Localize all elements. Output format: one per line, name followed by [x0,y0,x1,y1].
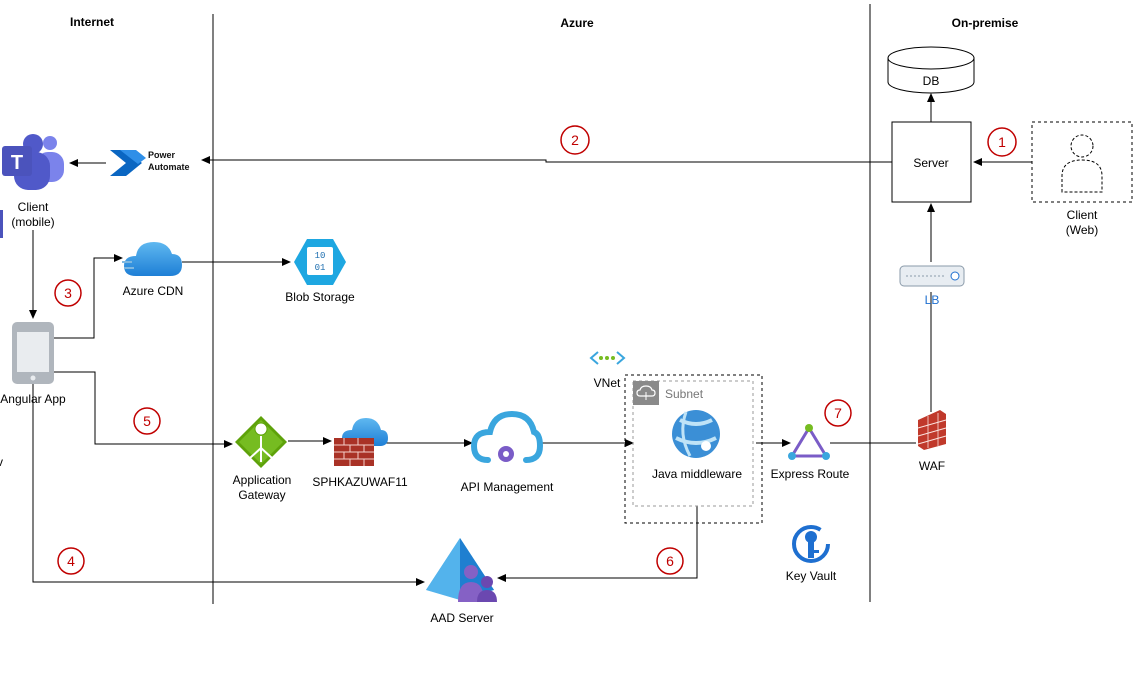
edge-angular-cdn [53,254,123,339]
subnet-inner-box [632,380,754,507]
svg-text:2: 2 [571,132,579,148]
angular-app-label: Angular App [0,392,66,406]
vnet-icon[interactable] [589,351,626,365]
edge-angular-aad [32,384,425,586]
server-label: Server [913,156,948,170]
load-balancer-icon[interactable] [899,265,965,287]
step-marker-4: 4 [57,547,85,575]
client-web-label-2: (Web) [1066,223,1098,237]
zone-header-internet: Internet [70,15,114,29]
step-marker-6: 6 [656,547,684,575]
aad-server-label: AAD Server [430,611,493,625]
app-gateway-label-1: Application [233,473,292,487]
subnet-icon [633,381,659,405]
power-automate-icon[interactable] [110,150,146,176]
waf-policy-label: SPHKAZUWAF11 [312,475,408,489]
firewall-icon[interactable] [917,410,947,450]
cropped-fragment: v [0,455,3,469]
power-automate-label-2: Automate [148,162,190,172]
client-mobile-label-2: (mobile) [11,215,54,229]
edge-server-power-automate [201,156,892,164]
java-middleware-label: Java middleware [652,467,742,481]
express-route-label: Express Route [771,467,850,481]
svg-text:3: 3 [64,285,72,301]
svg-text:10: 10 [315,251,326,261]
db-icon[interactable] [887,46,975,94]
edge-java-aad [497,506,698,582]
lb-label: LB [925,293,940,307]
teams-icon[interactable]: T [2,134,64,190]
power-automate-label-1: Power [148,150,176,160]
aad-icon[interactable] [426,538,497,602]
user-icon [1061,134,1103,193]
client-web-label-1: Client [1067,208,1098,222]
api-management-icon[interactable] [470,410,544,463]
svg-text:7: 7 [834,405,842,421]
app-gateway-label-2: Gateway [238,488,285,502]
svg-text:T: T [11,152,23,174]
waf-label: WAF [919,459,945,473]
step-marker-5: 5 [133,407,161,435]
db-label: DB [923,74,940,88]
svg-text:01: 01 [315,263,326,273]
step-marker-1: 1 [987,127,1017,157]
client-mobile-label-1: Client [18,200,49,214]
svg-text:6: 6 [666,553,674,569]
edge-angular-appgw [53,371,233,448]
step-marker-3: 3 [54,279,82,307]
subnet-outer-box[interactable] [624,374,763,524]
step-marker-2: 2 [560,125,590,155]
express-route-icon[interactable] [788,424,830,460]
zone-header-azure: Azure [560,16,594,30]
api-management-label: API Management [461,480,554,494]
vnet-label: VNet [594,376,621,390]
waf-policy-icon[interactable] [334,418,388,466]
mobile-phone-icon[interactable] [12,322,54,384]
azure-cdn-label: Azure CDN [123,284,184,298]
svg-text:1: 1 [998,134,1006,150]
key-vault-icon[interactable] [792,525,830,563]
blob-storage-icon[interactable]: 10 01 [294,239,346,285]
subnet-label: Subnet [665,387,704,401]
app-service-icon[interactable] [672,410,720,458]
blob-storage-label: Blob Storage [285,290,355,304]
teams-edge-fragment [0,210,3,238]
application-gateway-icon[interactable] [235,416,287,468]
svg-text:4: 4 [67,553,75,569]
zone-header-on-premise: On-premise [952,16,1019,30]
server-box[interactable] [891,121,972,203]
azure-cdn-icon[interactable] [122,242,182,276]
step-marker-7: 7 [824,399,852,427]
svg-text:5: 5 [143,413,151,429]
key-vault-label: Key Vault [786,569,837,583]
